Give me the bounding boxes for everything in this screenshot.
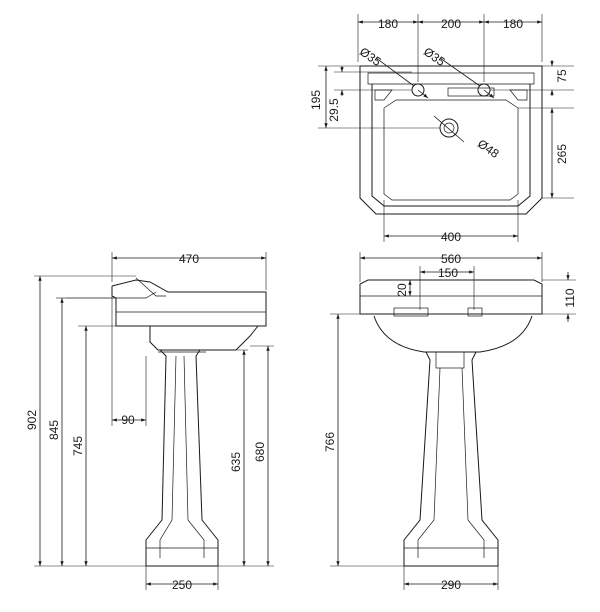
dim-waste: Ø48 — [475, 136, 502, 161]
front-overflow-left — [393, 307, 429, 317]
dim-845: 845 — [47, 420, 61, 440]
side-pedestal-facet-left — [159, 355, 177, 558]
dim-265: 265 — [555, 144, 569, 164]
side-view: 470 902 845 745 90 635 680 250 — [25, 252, 274, 592]
dim-110: 110 — [563, 288, 577, 307]
front-bowl — [373, 315, 533, 353]
front-overflow-right — [467, 307, 483, 317]
dim-180-left: 180 — [378, 17, 398, 31]
dim-902: 902 — [25, 410, 39, 430]
dim-200: 200 — [441, 17, 461, 31]
front-basin-outline — [359, 279, 543, 315]
top-overflow-slot — [447, 87, 495, 97]
dim-560: 560 — [441, 252, 461, 266]
front-view: 560 150 20 110 766 290 — [323, 252, 577, 592]
side-rim-line — [66, 291, 157, 299]
dim-150: 150 — [438, 266, 458, 280]
front-pedestal-notch — [435, 351, 465, 369]
dim-766: 766 — [323, 432, 337, 452]
front-pedestal — [403, 351, 499, 567]
top-corner-left — [374, 89, 393, 101]
dim-20: 20 — [395, 283, 409, 297]
dim-195: 195 — [309, 90, 323, 110]
front-pedestal-facet-right — [461, 367, 485, 558]
side-basin-outline — [111, 279, 267, 327]
dim-680: 680 — [253, 442, 267, 462]
dim-hole-left: Ø35 — [357, 44, 384, 69]
front-pedestal-facet-left — [417, 367, 441, 558]
dim-250: 250 — [172, 578, 192, 592]
side-tap-ledge — [135, 277, 166, 297]
top-bowl-inner — [383, 99, 519, 201]
dim-290: 290 — [441, 578, 461, 592]
dim-745: 745 — [71, 436, 85, 456]
top-corner-right — [509, 89, 528, 101]
dim-180-right: 180 — [503, 17, 523, 31]
dim-400: 400 — [441, 230, 461, 244]
side-pedestal — [145, 349, 219, 567]
top-tap-ledge — [367, 72, 535, 85]
top-view: 180 200 180 Ø35 Ø35 Ø48 75 265 195 29.5 — [309, 14, 574, 244]
dim-90: 90 — [121, 413, 135, 427]
dim-hole-right: Ø35 — [421, 44, 448, 69]
dim-75: 75 — [555, 69, 569, 83]
waste-hole-inner — [443, 122, 455, 134]
top-bowl-outline — [371, 84, 531, 207]
dim-635: 635 — [229, 452, 243, 472]
dim-29-5: 29.5 — [327, 98, 341, 122]
side-pedestal-facet-right — [183, 355, 205, 558]
side-bowl-underside — [149, 325, 259, 351]
dim-470: 470 — [179, 252, 199, 266]
